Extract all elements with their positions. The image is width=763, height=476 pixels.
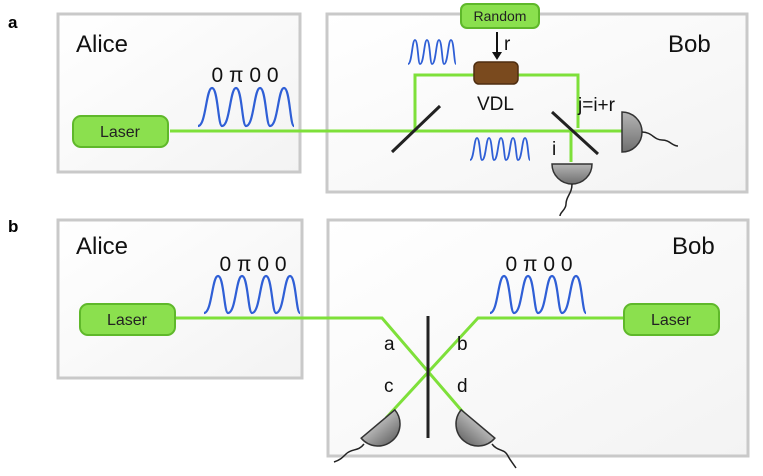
alice-laser-label-b: Laser	[107, 312, 148, 329]
pulse-train-bottom-icon	[469, 137, 531, 161]
r-label: r	[504, 34, 511, 55]
pulse-train-top-icon	[407, 39, 457, 65]
pulse-train-alice-icon	[203, 274, 302, 315]
panel-a: a Alice Bob Laser 0 π 0 0	[8, 3, 749, 217]
bob-title-b: Bob	[672, 233, 715, 260]
detector-icon-bottom	[551, 163, 593, 217]
pulse-train-icon	[197, 86, 296, 128]
bob-laser-label-b: Laser	[651, 312, 692, 329]
alice-phase-labels-b: 0 π 0 0	[219, 253, 286, 276]
laser-alice-a: Laser	[72, 115, 169, 148]
detector-d-icon	[455, 408, 517, 469]
bob-box-a	[325, 12, 749, 194]
panel-letter-a: a	[8, 13, 18, 32]
port-a-label: a	[384, 334, 395, 355]
phase-labels-a: 0 π 0 0	[211, 64, 278, 87]
laser-bob-b: Laser	[623, 303, 720, 336]
detector-icon	[621, 111, 679, 153]
alice-box-b	[56, 218, 304, 380]
random-label: Random	[474, 8, 527, 24]
port-c-label: c	[384, 376, 394, 397]
r-arrow-head	[492, 52, 502, 60]
vdl-label: VDL	[477, 94, 514, 115]
beam-splitter-icon-2	[550, 110, 600, 156]
panel-letter-b: b	[8, 217, 18, 236]
detector-c-icon	[333, 408, 401, 463]
variable-delay-line-icon	[473, 61, 519, 85]
port-d-label: d	[457, 376, 468, 397]
beam-splitter-icon	[390, 104, 442, 154]
pulse-train-bob-icon	[489, 274, 588, 315]
port-b-label: b	[457, 334, 468, 355]
bob-phase-labels-b: 0 π 0 0	[505, 253, 572, 276]
alice-title-b: Alice	[76, 233, 128, 260]
panel-b: b Alice Bob Laser Laser 0 π 0 0 0 π 0 0	[8, 217, 750, 469]
bob-title-a: Bob	[668, 31, 711, 58]
laser-alice-b: Laser	[79, 303, 176, 336]
j-label: j=i+r	[577, 95, 616, 116]
beam-path-b	[176, 316, 626, 420]
random-source: Random	[460, 3, 540, 29]
laser-label-a: Laser	[100, 124, 141, 141]
i-label: i	[552, 139, 556, 160]
alice-title-a: Alice	[76, 31, 128, 58]
